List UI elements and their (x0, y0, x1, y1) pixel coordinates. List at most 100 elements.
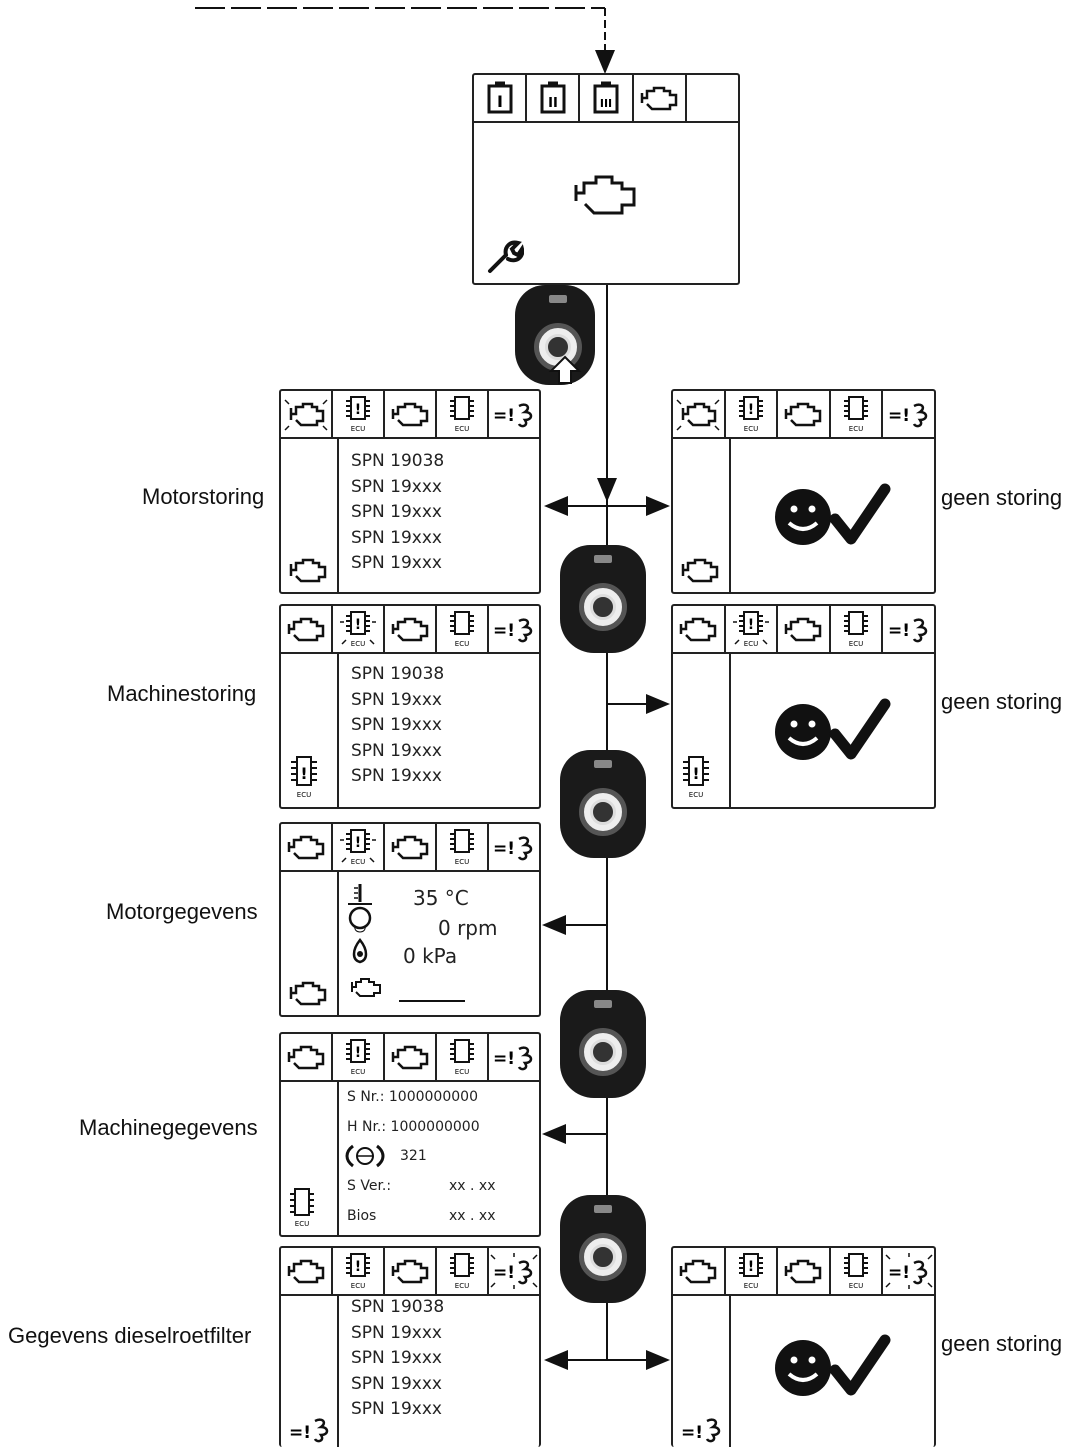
ecu-warning-icon: !ECU (731, 608, 771, 650)
svg-text:=!: =! (493, 839, 515, 859)
knob-controller-icon[interactable] (515, 285, 595, 385)
screen-motorgegevens: !ECU ECU =! 35 °C 0 rpm 0 kPa (279, 822, 541, 1017)
tab-dpf[interactable]: =! (883, 606, 934, 652)
tab-engine[interactable] (778, 391, 831, 437)
tab-ecu-data[interactable]: ECU (831, 606, 884, 652)
tab-engine[interactable] (281, 1248, 333, 1294)
display-three-icon: III (592, 81, 620, 115)
tab-ecu-fault[interactable]: !ECU (333, 606, 385, 652)
svg-text:!: ! (748, 402, 754, 418)
dpf-warning-icon: =! (287, 1413, 333, 1445)
dpf-warning-icon: =! (489, 1251, 539, 1291)
tab-engine[interactable] (281, 1034, 333, 1080)
tab-dpf[interactable]: =! (489, 1034, 539, 1080)
dpf-warning-icon: =! (491, 613, 537, 645)
engine-icon (389, 1042, 431, 1072)
svg-text:ECU: ECU (351, 640, 365, 648)
dpf-warning-icon: =! (679, 1413, 725, 1445)
spn-list: SPN 19038 SPN 19xxx SPN 19xxx SPN 19xxx … (351, 662, 533, 790)
engine-icon (287, 554, 331, 586)
tab-bar: !ECU ECU =! (281, 1248, 539, 1296)
tab-engine[interactable] (778, 1248, 831, 1294)
tab-engine[interactable] (778, 606, 831, 652)
knob-controller-icon[interactable] (560, 545, 646, 653)
tab-engine[interactable] (281, 824, 333, 870)
engine-icon (285, 1042, 327, 1072)
tab-engine[interactable] (634, 75, 687, 121)
knob-controller-icon[interactable] (560, 750, 646, 858)
tab-ecu-data[interactable]: ECU (437, 606, 489, 652)
screen-machinegegevens: !ECU ECU =! ECU S Nr.: 1000000000 H Nr.:… (279, 1032, 541, 1237)
tab-dpf[interactable]: =! (489, 606, 539, 652)
side-panel: =! (281, 1294, 339, 1447)
tab-ecu[interactable]: !ECU (726, 391, 779, 437)
side-panel (281, 437, 339, 592)
tab-engine[interactable] (673, 1248, 726, 1294)
label-geen-storing: geen storing (941, 485, 1062, 511)
engine-hours-line (399, 1000, 465, 1002)
ecu-chip-icon: ECU (447, 609, 477, 649)
spn-item: SPN 19xxx (351, 764, 533, 790)
tab-ecu-data[interactable]: ECU (437, 391, 489, 437)
svg-text:=!: =! (888, 1263, 910, 1283)
dpf-warning-icon: =! (886, 613, 932, 645)
tab-display-1[interactable]: I (474, 75, 527, 121)
label-dieselroetfilter: Gegevens dieselroetfilter (8, 1323, 251, 1349)
tab-ecu[interactable]: !ECU (726, 1248, 779, 1294)
engine-icon (782, 614, 824, 644)
spn-item: SPN 19xxx (351, 551, 533, 577)
tab-dpf[interactable]: =! (489, 391, 539, 437)
tab-ecu-data[interactable]: ECU (831, 1248, 884, 1294)
tab-bar: !ECU ECU =! (281, 1034, 539, 1082)
tab-display-3[interactable]: III (580, 75, 633, 121)
tab-ecu-data-selected[interactable]: ECU (437, 1034, 489, 1080)
tab-engine[interactable] (385, 1034, 437, 1080)
tab-dpf-fault[interactable]: =! (883, 1248, 934, 1294)
svg-text:!: ! (300, 764, 307, 783)
tab-ecu-data[interactable]: ECU (831, 391, 884, 437)
knob-controller-icon[interactable] (560, 990, 646, 1098)
tab-ecu-fault[interactable]: !ECU (726, 606, 779, 652)
tab-engine[interactable] (385, 606, 437, 652)
tab-engine[interactable] (385, 1248, 437, 1294)
software-version-label: S Ver.: (347, 1178, 391, 1194)
tab-bar: !ECU ECU =! (281, 391, 539, 439)
svg-text:ECU: ECU (297, 791, 311, 799)
wrench-icon (484, 237, 524, 277)
tab-dpf[interactable]: =! (489, 824, 539, 870)
knob-controller-icon[interactable] (560, 1195, 646, 1303)
tab-display-2[interactable]: II (527, 75, 580, 121)
tab-dpf[interactable]: =! (883, 391, 934, 437)
dpf-warning-icon: =! (491, 1041, 537, 1073)
spn-item: SPN 19xxx (351, 500, 533, 526)
svg-text:ECU: ECU (689, 791, 703, 799)
svg-text:ECU: ECU (351, 858, 365, 866)
ecu-warning-icon: !ECU (338, 826, 378, 868)
tab-engine-fault[interactable] (673, 391, 726, 437)
tab-ecu[interactable]: !ECU (333, 391, 385, 437)
label-geen-storing: geen storing (941, 689, 1062, 715)
svg-text:=!: =! (888, 406, 910, 426)
smiley-check-icon (773, 1326, 893, 1406)
tab-ecu[interactable]: !ECU (333, 1248, 385, 1294)
screen-no-fault: !ECU ECU =! !ECU (671, 604, 936, 809)
svg-text:I: I (497, 92, 503, 111)
tab-ecu[interactable]: !ECU (333, 1034, 385, 1080)
svg-text:ECU: ECU (744, 640, 758, 648)
engine-temperature: 35 °C (413, 886, 469, 910)
svg-text:ECU: ECU (849, 640, 863, 648)
tab-engine[interactable] (385, 391, 437, 437)
tab-dpf-fault[interactable]: =! (489, 1248, 539, 1294)
tab-ecu-fault[interactable]: !ECU (333, 824, 385, 870)
engine-icon (389, 399, 431, 429)
tab-engine[interactable] (385, 824, 437, 870)
side-panel (281, 870, 339, 1015)
tab-engine[interactable] (281, 606, 333, 652)
svg-text:=!: =! (289, 1423, 311, 1443)
tab-engine[interactable] (673, 606, 726, 652)
spn-item: SPN 19xxx (351, 688, 533, 714)
tab-ecu-data[interactable]: ECU (437, 824, 489, 870)
tab-ecu-data[interactable]: ECU (437, 1248, 489, 1294)
bios-value: xx . xx (449, 1208, 496, 1224)
tab-engine-fault[interactable] (281, 391, 333, 437)
